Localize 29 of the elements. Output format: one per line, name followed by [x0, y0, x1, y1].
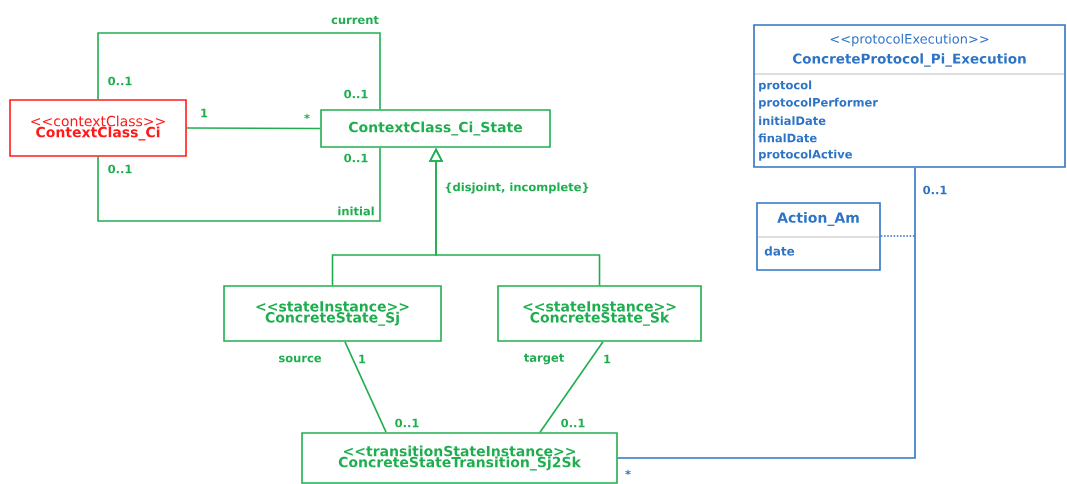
role-label: source [277, 354, 323, 364]
multiplicity-label: 0..1 [344, 89, 368, 99]
connector [539, 341, 604, 433]
connector [97, 32, 381, 110]
role-label: target [522, 352, 566, 366]
multiplicity-label: 1 [359, 354, 366, 364]
role-label: current [330, 14, 380, 26]
connector [880, 235, 916, 237]
multiplicity-label: 0..1 [395, 418, 419, 428]
class-box: <<transitionStateInstance>> ConcreteStateTransition_Sj2Sk [301, 432, 618, 484]
connector [344, 341, 387, 433]
multiplicity-label: 1 [201, 108, 208, 118]
multiplicity-label: 0..1 [923, 185, 947, 195]
connector [97, 147, 381, 222]
constraint-label: {disjoint, incomplete} [445, 182, 589, 194]
class-box: <<stateInstance>> ConcreteState_Sk [497, 285, 702, 342]
multiplicity-label: * [304, 113, 310, 120]
connector [617, 167, 916, 459]
class-box: <<protocolExecution>> ConcreteProtocol_Pi_Execution protocol protocolPerformer initialDate finalDate protocolActive [753, 24, 1066, 168]
class-box: <<stateInstance>> ConcreteState_Sj [223, 285, 442, 342]
class-box: <<contextClass>> ContextClass_Ci [9, 99, 187, 157]
multiplicity-label: 1 [604, 354, 611, 364]
multiplicity-label: 0..1 [108, 164, 132, 174]
class-box: ContextClass_Ci_State [320, 109, 551, 148]
multiplicity-label: 0..1 [561, 418, 585, 428]
class-box: Action_Am date [756, 202, 881, 271]
role-label: initial [336, 205, 376, 217]
connector [186, 127, 321, 130]
multiplicity-label: 0..1 [108, 76, 132, 86]
